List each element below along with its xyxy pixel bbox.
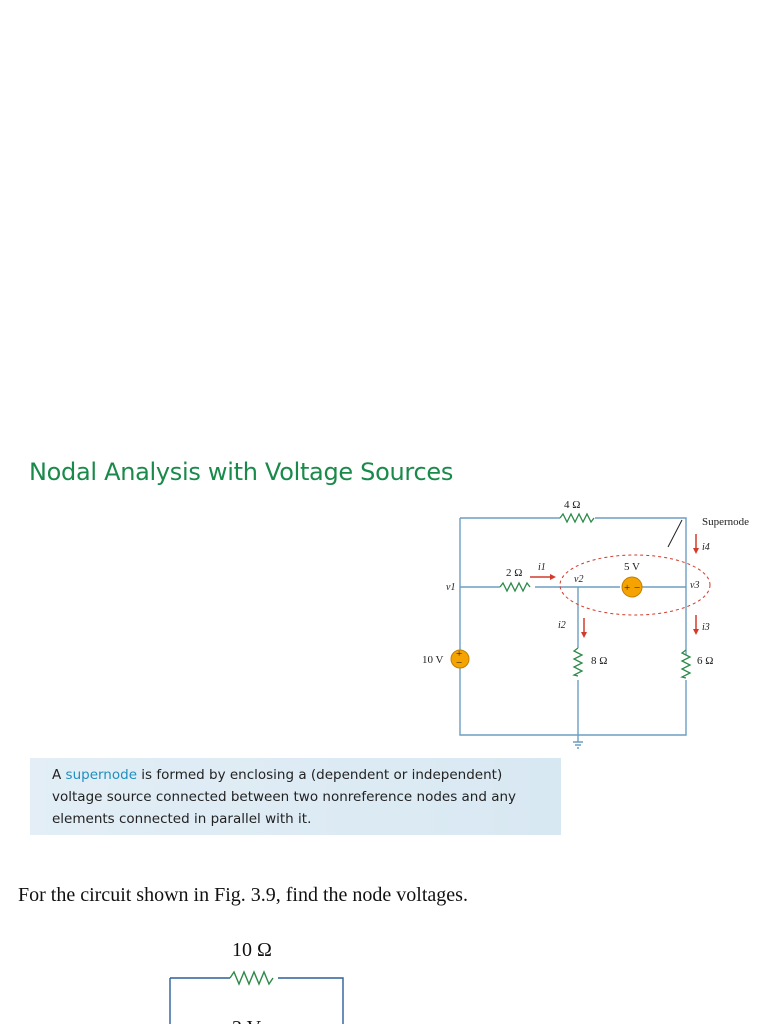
callout-keyword: supernode xyxy=(65,767,137,783)
circuit-diagram: + − + − 4 Ω 2 Ω 8 Ω 6 Ω 10 V 5 V i1 i2 i… xyxy=(422,499,749,749)
label-8-ohm: 8 Ω xyxy=(591,655,607,667)
label-i4: i4 xyxy=(702,542,710,553)
label-10-ohm: 10 Ω xyxy=(232,939,272,961)
wire xyxy=(278,977,344,1024)
plus-sign: + xyxy=(624,582,630,594)
problem-statement: For the circuit shown in Fig. 3.9, find … xyxy=(18,884,468,906)
label-supernode: Supernode xyxy=(702,516,749,528)
resistor-8-ohm xyxy=(572,647,584,677)
resistor-6-ohm xyxy=(680,649,692,679)
callout-text-post: is formed by enclosing a (dependent or i… xyxy=(52,767,517,827)
wire xyxy=(595,517,687,655)
ground-symbol xyxy=(573,741,583,749)
voltage-source-5v xyxy=(621,576,643,598)
wire xyxy=(459,518,687,736)
circuit-diagram-partial: 10 Ω 2 V xyxy=(169,939,344,1024)
label-i1: i1 xyxy=(538,562,546,573)
label-v2: v2 xyxy=(574,574,583,585)
arrowhead-icon xyxy=(693,629,699,635)
label-v3: v3 xyxy=(690,580,699,591)
section-heading: Nodal Analysis with Voltage Sources xyxy=(29,458,454,486)
label-4-ohm: 4 Ω xyxy=(564,499,580,511)
label-v1: v1 xyxy=(446,582,455,593)
resistor-10-ohm xyxy=(229,970,274,986)
label-6-ohm: 6 Ω xyxy=(697,655,713,667)
label-5v: 5 V xyxy=(624,561,640,573)
arrowhead-icon xyxy=(581,632,587,638)
arrowhead-icon xyxy=(550,574,556,580)
label-10v: 10 V xyxy=(422,654,444,666)
resistor-4-ohm xyxy=(559,512,595,524)
minus-sign: − xyxy=(634,582,640,594)
label-2-ohm: 2 Ω xyxy=(506,567,522,579)
label-i2: i2 xyxy=(558,620,566,631)
callout-text-pre: A xyxy=(52,767,66,783)
plus-sign: + xyxy=(456,648,462,660)
supernode-definition-box: A supernode is formed by enclosing a (de… xyxy=(30,758,561,835)
voltage-source-10v xyxy=(450,649,470,669)
label-i3: i3 xyxy=(702,622,710,633)
minus-sign: − xyxy=(456,657,462,669)
supernode-boundary xyxy=(559,554,711,616)
arrowhead-icon xyxy=(693,548,699,554)
supernode-pointer xyxy=(667,519,683,548)
label-2v-partial: 2 V xyxy=(232,1017,262,1024)
resistor-2-ohm xyxy=(499,581,531,593)
